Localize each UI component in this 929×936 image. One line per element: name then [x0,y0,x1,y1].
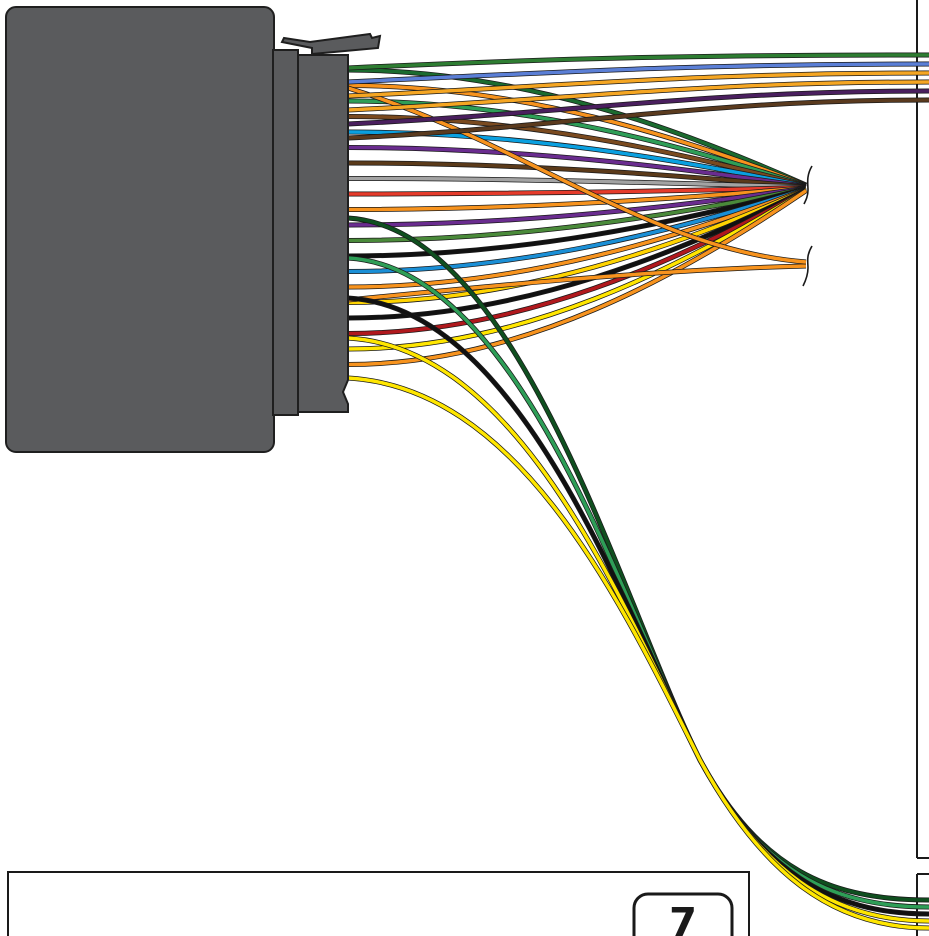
bottom-run-wire-2 [347,296,929,916]
fan-wire-10 [347,186,807,227]
lower-fan-wire-0 [347,264,807,302]
wire-bundle [347,52,929,931]
connector-body [5,6,275,453]
top-exit-wire-2 [347,71,929,98]
fan-wire-8 [347,185,807,196]
bottom-run-wire-0-outline [347,215,929,903]
top-exit-wire-0 [347,53,929,70]
page-number-frame [632,892,734,936]
fan-wire-6 [347,161,807,189]
fan-wire-19 [347,189,807,367]
fan-wire-12 [347,186,807,258]
bottom-run-wire-4 [347,376,929,930]
bottom-run-wire-2-outline [347,295,929,917]
bottom-run-wire-4-outline [347,375,929,931]
top-exit-wire-5 [347,98,929,140]
break-mark-upper [803,165,813,205]
top-exit-wire-1 [347,62,929,84]
top-exit-wire-3 [347,80,929,112]
connector [5,6,382,453]
fan-wire-18 [347,188,807,351]
bottom-run-wire-0 [347,216,929,902]
fan-wire-14 [347,187,807,289]
bottom-run-wire-3-outline [347,335,929,924]
break-marks [802,165,813,287]
page-number-box: 7 [7,871,750,936]
fan-wire-17 [347,188,807,336]
fan-wire-5 [347,145,807,189]
crossing-wire-0 [347,86,807,264]
fan-wire-7 [347,176,807,189]
fan-wire-2 [347,99,807,188]
connector-latch [280,32,382,56]
page-frame-right [916,0,929,936]
break-mark-lower [802,245,813,287]
fan-wire-11 [347,186,807,243]
connector-face [297,54,349,413]
top-exit-wire-4 [347,89,929,126]
fan-wire-9 [347,185,807,212]
page-number: 7 [669,900,697,936]
connector-collar [272,49,299,416]
footer-frame [7,871,750,936]
fan-wire-13 [347,187,807,274]
fan-wire-15 [347,187,807,305]
